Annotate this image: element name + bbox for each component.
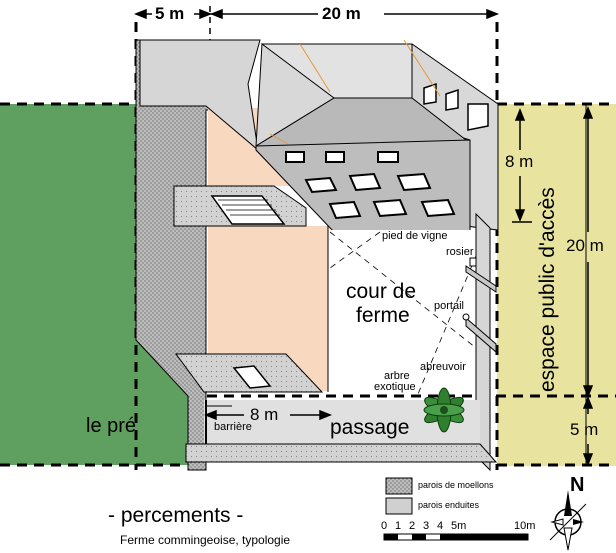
label-arbre-line2: exotique	[374, 381, 416, 393]
public-space-area	[497, 104, 616, 466]
legend-label-enduites: parois enduites	[418, 500, 480, 510]
dim-top-left: 5 m	[155, 4, 185, 23]
scale-tick-2: 2	[409, 520, 416, 532]
scale-tick-3: 3	[423, 520, 430, 532]
north-label: N	[570, 474, 585, 496]
scale-tick-5: 5m	[451, 520, 467, 532]
label-cour-line1: cour de	[346, 280, 417, 303]
diagram-subtitle: Ferme commingeoise, typologie	[120, 533, 291, 547]
lower-cross-window	[232, 365, 272, 389]
label-rosier: rosier	[446, 246, 474, 258]
portal-gate-lower	[465, 316, 497, 354]
legend-label-moellons: parois de moellons	[418, 480, 494, 490]
scale-tick-1: 1	[395, 520, 402, 532]
label-passage: passage	[330, 416, 410, 439]
legend-swatch-moellons	[385, 477, 413, 495]
dim-top-main: 20 m	[322, 4, 361, 23]
window-shutter-lines	[218, 199, 280, 216]
label-espace-public: espace public d'accès	[536, 187, 559, 392]
label-le-pre: le pré	[86, 415, 137, 437]
label-barriere: barrière	[214, 421, 252, 433]
scale-end: 10m	[514, 520, 536, 532]
dim-right-total: 20 m	[566, 236, 604, 255]
label-cour-line2: ferme	[356, 304, 410, 327]
right-dimension-lines	[512, 105, 594, 467]
dim-right-upper: 8 m	[505, 152, 534, 171]
label-arbre-line1: arbre	[384, 370, 410, 382]
legend-swatch-enduites	[385, 497, 413, 515]
portal-gate-upper	[465, 265, 497, 293]
north-arrow-icon	[549, 490, 587, 551]
rosebush-marker	[469, 257, 477, 267]
label-portail: portail	[434, 300, 464, 312]
label-pied-de-vigne: pied de vigne	[382, 230, 448, 242]
roof-ridge-lines	[269, 39, 441, 145]
dim-right-lower: 5 m	[570, 420, 599, 439]
scale-tick-4: 4	[437, 520, 444, 532]
meadow-area	[0, 104, 204, 465]
roof-dormers	[423, 82, 489, 131]
passage-dimension-line	[203, 409, 333, 421]
scale-bar	[383, 533, 529, 541]
top-dimension-lines	[133, 6, 500, 40]
courtyard-axis-lines	[329, 231, 477, 395]
passage-south-wall	[185, 443, 498, 463]
diagram-title: - percements -	[108, 504, 244, 527]
portal-post	[462, 313, 470, 321]
exotic-tree-icon	[423, 387, 465, 433]
facade-windows	[285, 151, 456, 220]
courtyard	[330, 230, 476, 394]
label-abreuvoir: abreuvoir	[420, 361, 466, 373]
scale-tick-0: 0	[381, 520, 388, 532]
dim-passage: 8 m	[250, 405, 279, 424]
